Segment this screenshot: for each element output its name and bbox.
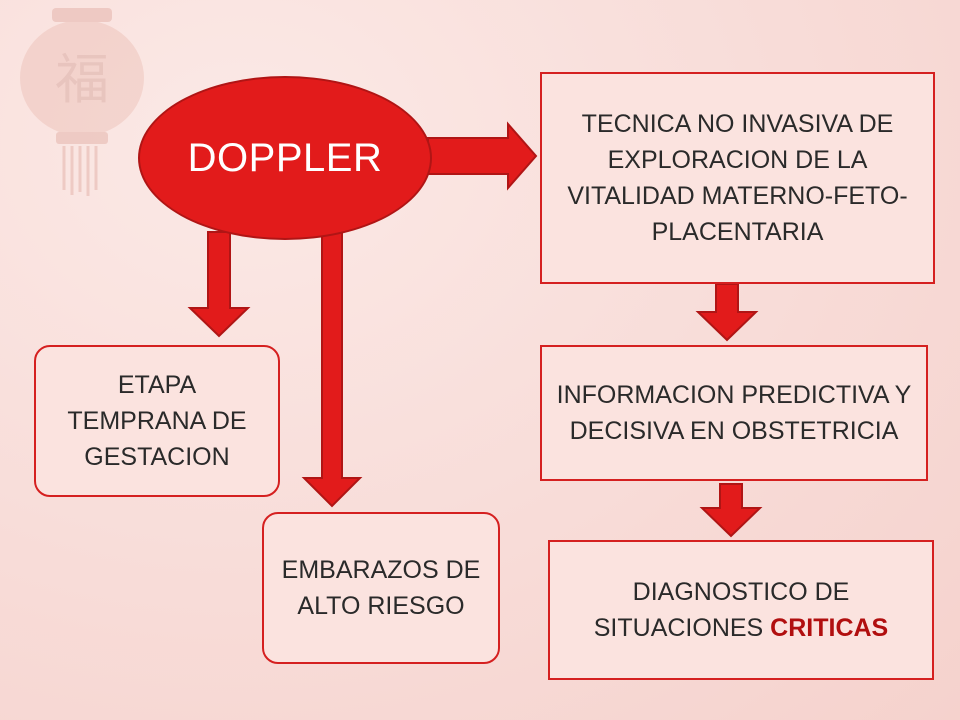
lantern-decoration-icon: 福 [20,8,144,196]
arrow-right-doppler-to-tecnica [427,121,538,191]
arrow-down-informacion-to-diagnostico [699,483,763,538]
doppler-node: DOPPLER [138,76,432,240]
diagnostico-label-text: DIAGNOSTICO DE SITUACIONES [593,577,850,642]
etapa-label: ETAPA TEMPRANA DE GESTACION [67,370,247,472]
embarazos-label: EMBARAZOS DE ALTO RIESGO [281,555,481,620]
diagnostico-box: DIAGNOSTICO DE SITUACIONES CRITICAS [548,540,934,680]
tecnica-box: TECNICA NO INVASIVA DE EXPLORACION DE LA… [540,72,935,284]
embarazos-box: EMBARAZOS DE ALTO RIESGO [262,512,500,664]
informacion-box: INFORMACION PREDICTIVA Y DECISIVA EN OBS… [540,345,928,481]
tecnica-label: TECNICA NO INVASIVA DE EXPLORACION DE LA… [567,109,908,247]
informacion-label: INFORMACION PREDICTIVA Y DECISIVA EN OBS… [556,380,912,445]
doppler-label: DOPPLER [187,135,383,180]
svg-text:福: 福 [55,48,109,111]
arrow-down-doppler-to-embarazos [301,231,363,508]
diagnostico-label-emphasis: CRITICAS [770,614,889,642]
etapa-box: ETAPA TEMPRANA DE GESTACION [34,345,280,497]
arrow-down-doppler-to-etapa [187,231,251,338]
arrow-down-tecnica-to-informacion [695,283,759,342]
diagnostico-label: DIAGNOSTICO DE SITUACIONES CRITICAS [560,574,922,647]
